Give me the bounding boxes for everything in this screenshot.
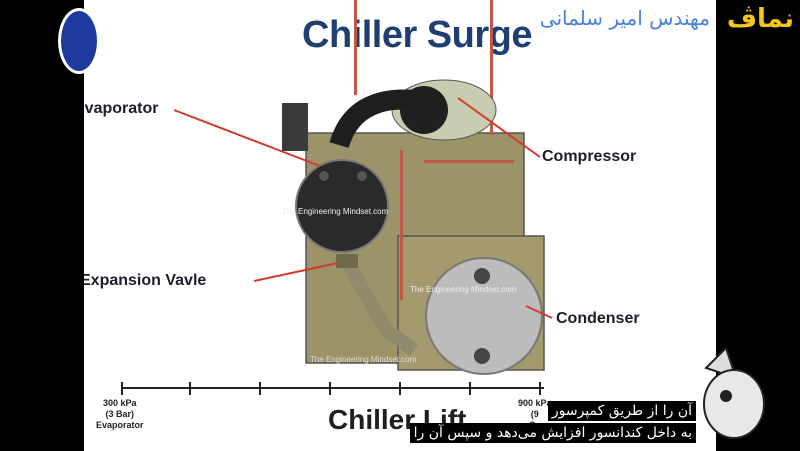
evaporator-label: Evaporator [84, 100, 159, 117]
video-frame: Chiller Surge [84, 0, 716, 451]
scale-left-bar: (3 Bar) [105, 409, 135, 419]
condenser-callout [525, 305, 553, 319]
condenser-label: Condenser [556, 310, 640, 327]
condenser-vessel [425, 257, 543, 375]
refrigerant-pipe [354, 0, 357, 95]
chiller-diagram: The Engineering Mindset.com The Engineer… [121, 0, 553, 395]
channel-logo: نماڤ [726, 4, 794, 34]
evaporator-callout [173, 109, 321, 167]
control-box [282, 103, 308, 151]
expansion-valve-label: Expansion Vavle [84, 272, 207, 289]
expansion-valve [336, 254, 358, 268]
refrigerant-pipe [424, 160, 514, 163]
expansion-callout [253, 262, 339, 282]
image-watermark: The Engineering Mindset.com [282, 207, 389, 216]
refrigerant-pipe [400, 150, 403, 300]
evaporator-tube [357, 171, 367, 181]
scale-right-bar: (9 [530, 409, 539, 419]
suction-pipe [329, 89, 415, 149]
channel-watermark: مهندس امیر سلمانی [539, 6, 710, 30]
compressor-label: Compressor [542, 148, 637, 165]
evaporator-tube [319, 171, 329, 181]
image-watermark: The Engineering Mindset.com [410, 285, 517, 294]
compressor-callout [457, 97, 541, 158]
mascot-icon [703, 348, 765, 439]
scale-right-pressure: 900 kPa [518, 398, 552, 408]
evaporator-vessel [295, 159, 389, 253]
subtitle-line-1: آن را از طریق کمپرسور [547, 401, 696, 421]
subtitle-line-2: به داخل کندانسور افزایش می‌دهد و سپس آن … [409, 423, 696, 443]
expansion-pipe [339, 256, 419, 356]
channel-badge-icon [58, 8, 100, 74]
condenser-tube [474, 268, 490, 284]
slide-title: Chiller Surge [302, 14, 533, 56]
image-watermark: The Engineering Mindset.com [310, 355, 417, 364]
scale-left-pressure: 300 kPa [102, 398, 137, 408]
scale-left-label: 300 kPa (3 Bar) Evaporator [96, 398, 144, 431]
refrigerant-pipe [490, 0, 493, 135]
scale-left-name: Evaporator [96, 420, 144, 430]
condenser-tube [474, 348, 490, 364]
